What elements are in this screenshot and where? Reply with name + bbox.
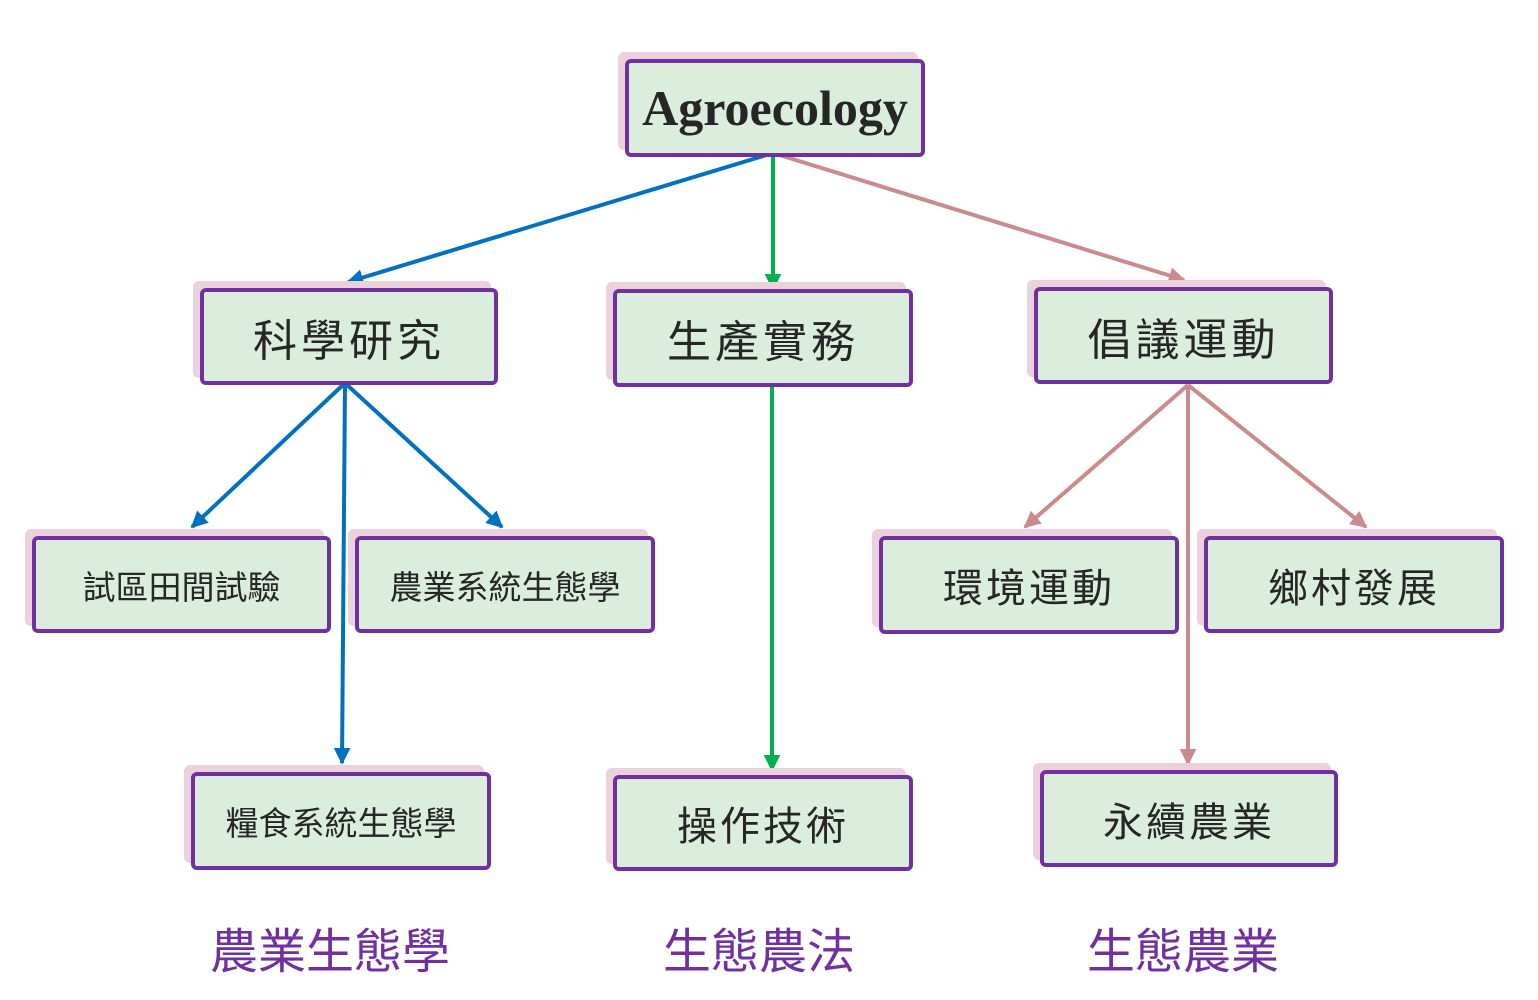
- rural-development-label: 鄉村發展: [1268, 565, 1440, 612]
- arrow-science-to-food-system: [333, 382, 351, 765]
- food-system-ecology-node: 糧食系統生態學: [191, 772, 491, 870]
- caption-ecological-agriculture: 生態農業: [1087, 924, 1280, 980]
- rural-development-node: 鄉村發展: [1204, 536, 1504, 633]
- advocacy-movement-node: 倡議運動: [1034, 287, 1333, 384]
- food-system-ecology-label: 糧食系統生態學: [225, 804, 457, 843]
- agro-system-ecology-node: 農業系統生態學: [355, 536, 655, 633]
- production-practice-node: 生產實務: [613, 289, 913, 387]
- sustainable-agriculture-label: 永續農業: [1103, 799, 1275, 846]
- arrow-movement-to-rural: [1186, 383, 1368, 529]
- environmental-movement-label: 環境運動: [943, 566, 1115, 612]
- field-trials-node: 試區田間試驗: [32, 536, 331, 633]
- root-node-label: Agroecology: [642, 80, 908, 136]
- arrow-root-to-movement: [772, 151, 1186, 284]
- production-practice-label: 生產實務: [667, 317, 859, 368]
- root-node: Agroecology: [625, 59, 925, 157]
- caption-ecological-farming-method: 生態農法: [663, 924, 856, 980]
- operating-techniques-label: 操作技術: [677, 804, 849, 850]
- sustainable-agriculture-node: 永續農業: [1040, 770, 1338, 867]
- science-research-label: 科學研究: [253, 315, 445, 367]
- caption-agroecology-science: 農業生態學: [210, 924, 451, 980]
- environmental-movement-node: 環境運動: [879, 536, 1179, 634]
- field-trials-label: 試區田間試驗: [82, 567, 281, 607]
- science-research-node: 科學研究: [200, 288, 498, 385]
- agro-system-ecology-label: 農業系統生態學: [389, 567, 621, 607]
- arrow-movement-to-environment: [1023, 383, 1190, 529]
- operating-techniques-node: 操作技術: [613, 775, 913, 871]
- arrow-science-to-agro-system: [343, 381, 504, 529]
- arrow-science-to-field-trials: [190, 381, 347, 529]
- advocacy-movement-label: 倡議運動: [1087, 314, 1280, 366]
- arrow-root-to-science: [346, 151, 774, 286]
